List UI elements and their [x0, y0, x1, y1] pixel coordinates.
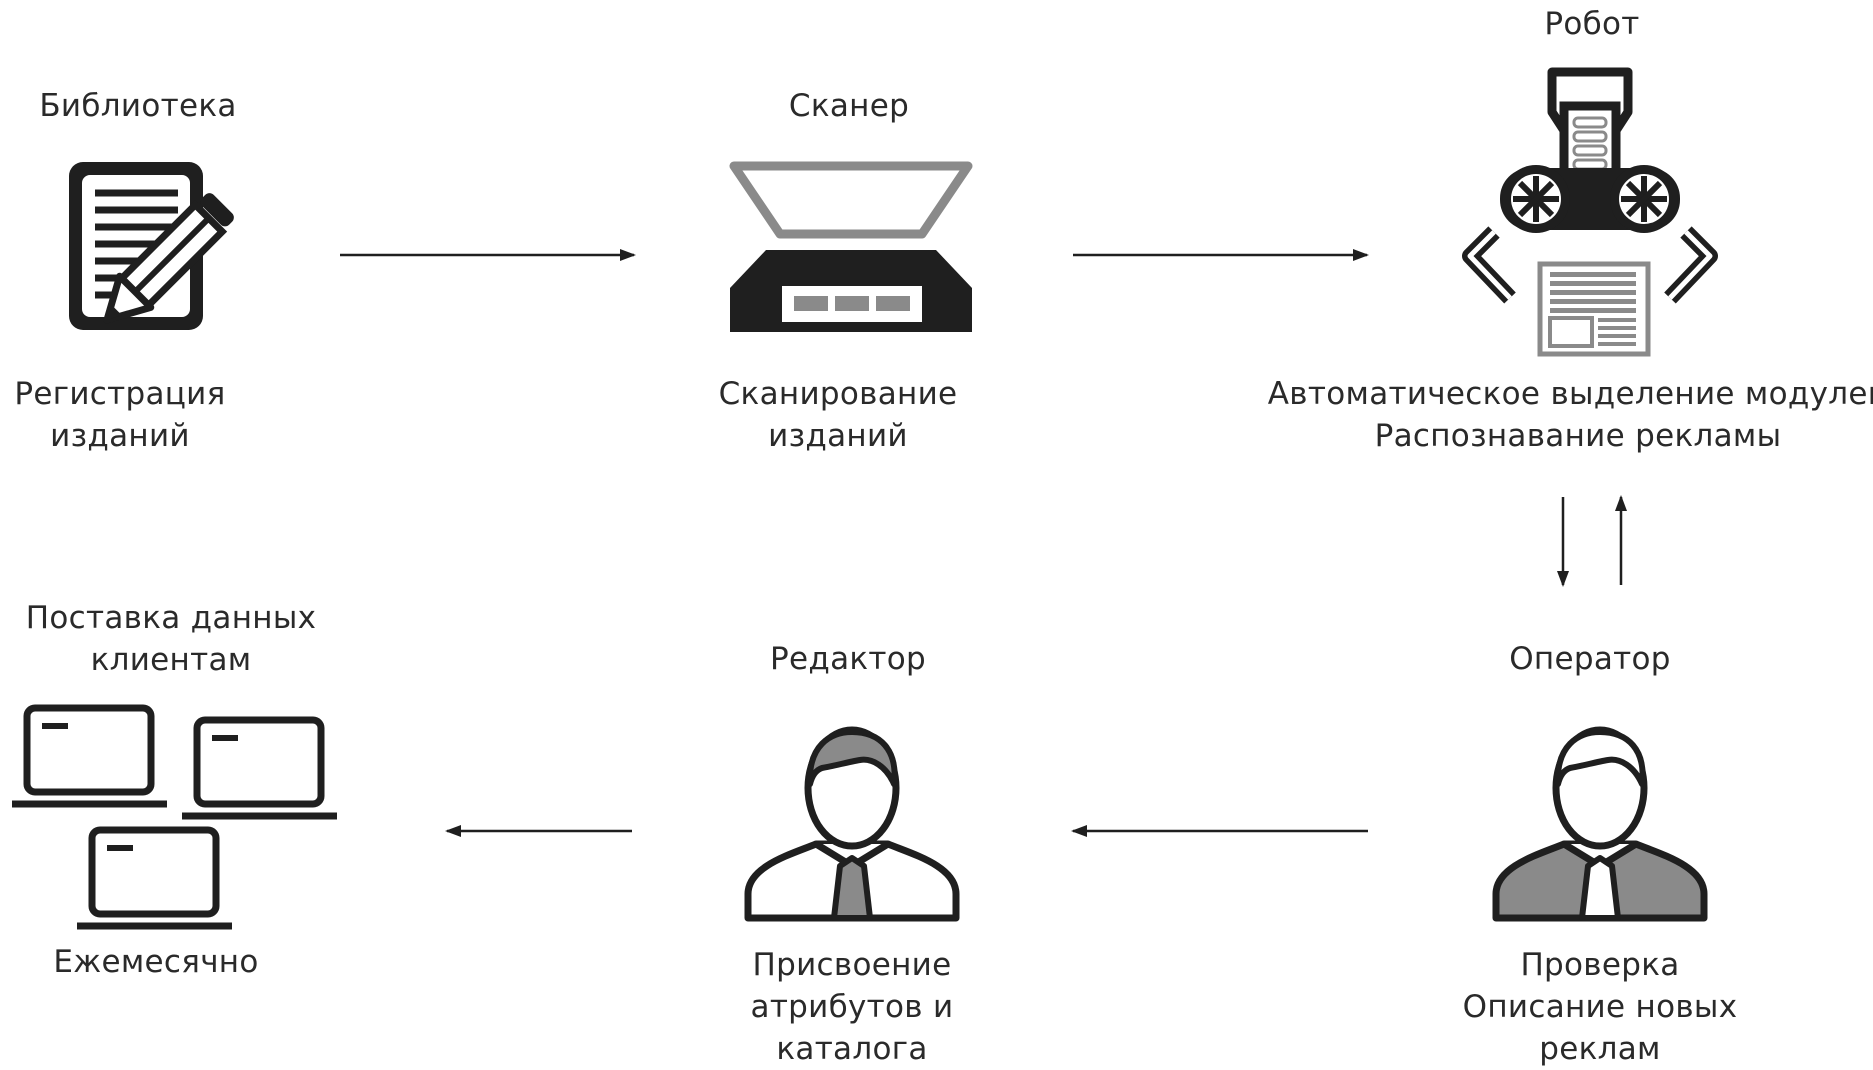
- operator-caption-line1: Проверка: [1520, 947, 1680, 983]
- laptop-icon-3: [77, 826, 232, 930]
- laptop-icon-1: [12, 704, 167, 808]
- delivery-title-line2: клиентам: [90, 642, 252, 678]
- robot-caption-line2: Распознавание рекламы: [1374, 418, 1782, 454]
- editor-caption-line1: Присвоение: [752, 947, 952, 983]
- scanner-caption-line1: Сканирование: [718, 376, 958, 412]
- robot-title: Робот: [1544, 6, 1640, 42]
- robot-caption-line1: Автоматическое выделение модулей: [1267, 376, 1873, 412]
- robot-icon: [1462, 67, 1718, 357]
- laptops-icon: [12, 704, 337, 930]
- operator-caption-line2: Описание новых: [1462, 989, 1738, 1025]
- operator-person-icon: [1492, 726, 1708, 922]
- operator-title: Оператор: [1509, 641, 1671, 677]
- robot-wheel-right: [1610, 165, 1678, 233]
- robot-wheel-left: [1502, 165, 1570, 233]
- library-caption-line1: Регистрация: [14, 376, 226, 412]
- delivery-title-line1: Поставка данных: [25, 600, 317, 636]
- scanner-caption-line2: изданий: [768, 418, 908, 454]
- library-caption-line2: изданий: [50, 418, 190, 454]
- operator-caption-line3: реклам: [1539, 1031, 1661, 1067]
- editor-caption-line3: каталога: [776, 1031, 928, 1067]
- editor-person-icon: [744, 726, 960, 922]
- document-pencil-icon: [69, 162, 234, 330]
- library-title: Библиотека: [39, 88, 237, 124]
- delivery-caption: Ежемесячно: [53, 944, 259, 980]
- scanner-icon: [729, 161, 973, 332]
- editor-caption-line2: атрибутов и: [750, 989, 954, 1025]
- laptop-icon-2: [182, 716, 337, 820]
- editor-title: Редактор: [769, 641, 927, 677]
- scanner-title: Сканер: [788, 88, 910, 124]
